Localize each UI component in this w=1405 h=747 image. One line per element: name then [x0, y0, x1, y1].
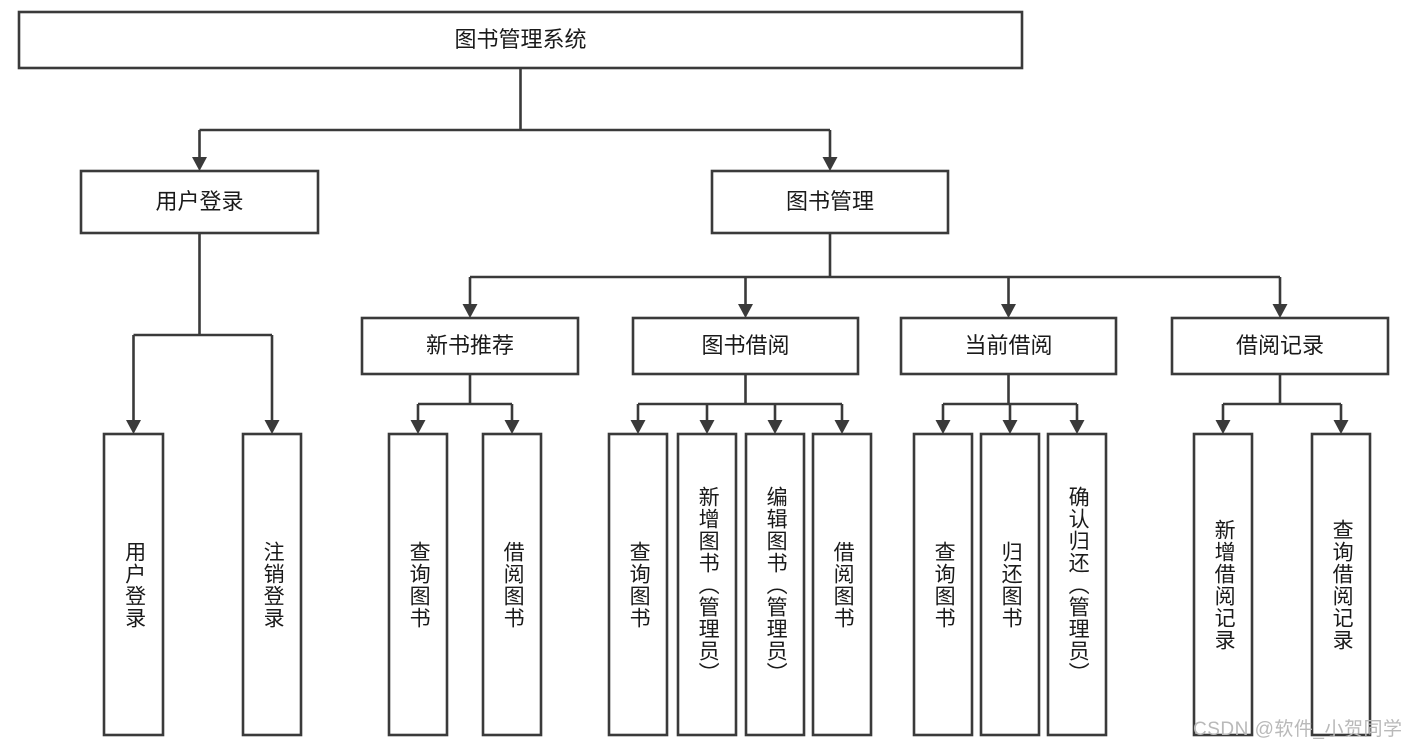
leaf-node-4-查询图书-box[interactable] [607, 432, 669, 737]
leaf-node-3-借阅图书-box[interactable] [481, 432, 543, 737]
arrow-head-icon [630, 420, 646, 434]
arrow-head-icon [1215, 420, 1231, 434]
level2-node-图书管理-box[interactable] [710, 169, 950, 235]
level3-node-借阅记录-box[interactable] [1170, 316, 1390, 376]
level3-node-图书借阅-box[interactable] [631, 316, 860, 376]
leaf-node-7-借阅图书-box[interactable] [811, 432, 873, 737]
arrow-head-icon [1001, 304, 1016, 318]
level3-node-当前借阅-label: 当前借阅 [964, 333, 1052, 358]
root-node-label: 图书管理系统 [454, 27, 586, 52]
leaf-node-11-新增借阅记录-box[interactable] [1192, 432, 1254, 737]
level3-node-借阅记录-label: 借阅记录 [1236, 333, 1324, 358]
leaf-node-12-查询借阅记录-box[interactable] [1310, 432, 1372, 737]
arrow-head-icon [264, 420, 280, 434]
connector-edges [126, 68, 1349, 434]
arrow-head-icon [1333, 420, 1349, 434]
level3-node-新书推荐-box[interactable] [360, 316, 580, 376]
arrow-head-icon [504, 420, 520, 434]
level3-node-新书推荐-label: 新书推荐 [426, 333, 514, 358]
arrow-head-icon [935, 420, 951, 434]
arrow-head-icon [822, 157, 838, 171]
level2-node-用户登录-label: 用户登录 [155, 189, 243, 214]
leaf-node-10-确认归还管理员-box[interactable] [1046, 432, 1108, 737]
arrow-head-icon [1069, 420, 1085, 434]
leaf-node-6-编辑图书管理员-box[interactable] [744, 432, 806, 737]
watermark-text: CSDN @软件_小贺同学 [1193, 719, 1403, 740]
leaf-node-0-用户登录-box[interactable] [102, 432, 165, 737]
level3-node-当前借阅-box[interactable] [899, 316, 1118, 376]
root-node-box[interactable] [17, 10, 1024, 70]
leaf-node-9-归还图书-box[interactable] [979, 432, 1041, 737]
leaf-node-5-新增图书管理员-box[interactable] [676, 432, 738, 737]
arrow-head-icon [1002, 420, 1018, 434]
arrow-head-icon [462, 304, 478, 318]
level2-node-图书管理-label: 图书管理 [786, 189, 874, 214]
arrow-head-icon [699, 420, 715, 434]
leaf-node-2-查询图书-box[interactable] [387, 432, 449, 737]
arrow-head-icon [410, 420, 426, 434]
leaf-node-1-注销登录-box[interactable] [241, 432, 303, 737]
arrow-head-icon [834, 420, 850, 434]
arrow-head-icon [738, 304, 753, 318]
arrow-head-icon [192, 157, 207, 171]
level3-node-图书借阅-label: 图书借阅 [701, 333, 789, 358]
arrow-head-icon [1272, 304, 1288, 318]
arrow-head-icon [767, 420, 783, 434]
arrow-head-icon [126, 420, 141, 434]
leaf-node-8-查询图书-box[interactable] [912, 432, 974, 737]
level2-node-用户登录-box[interactable] [79, 169, 320, 235]
